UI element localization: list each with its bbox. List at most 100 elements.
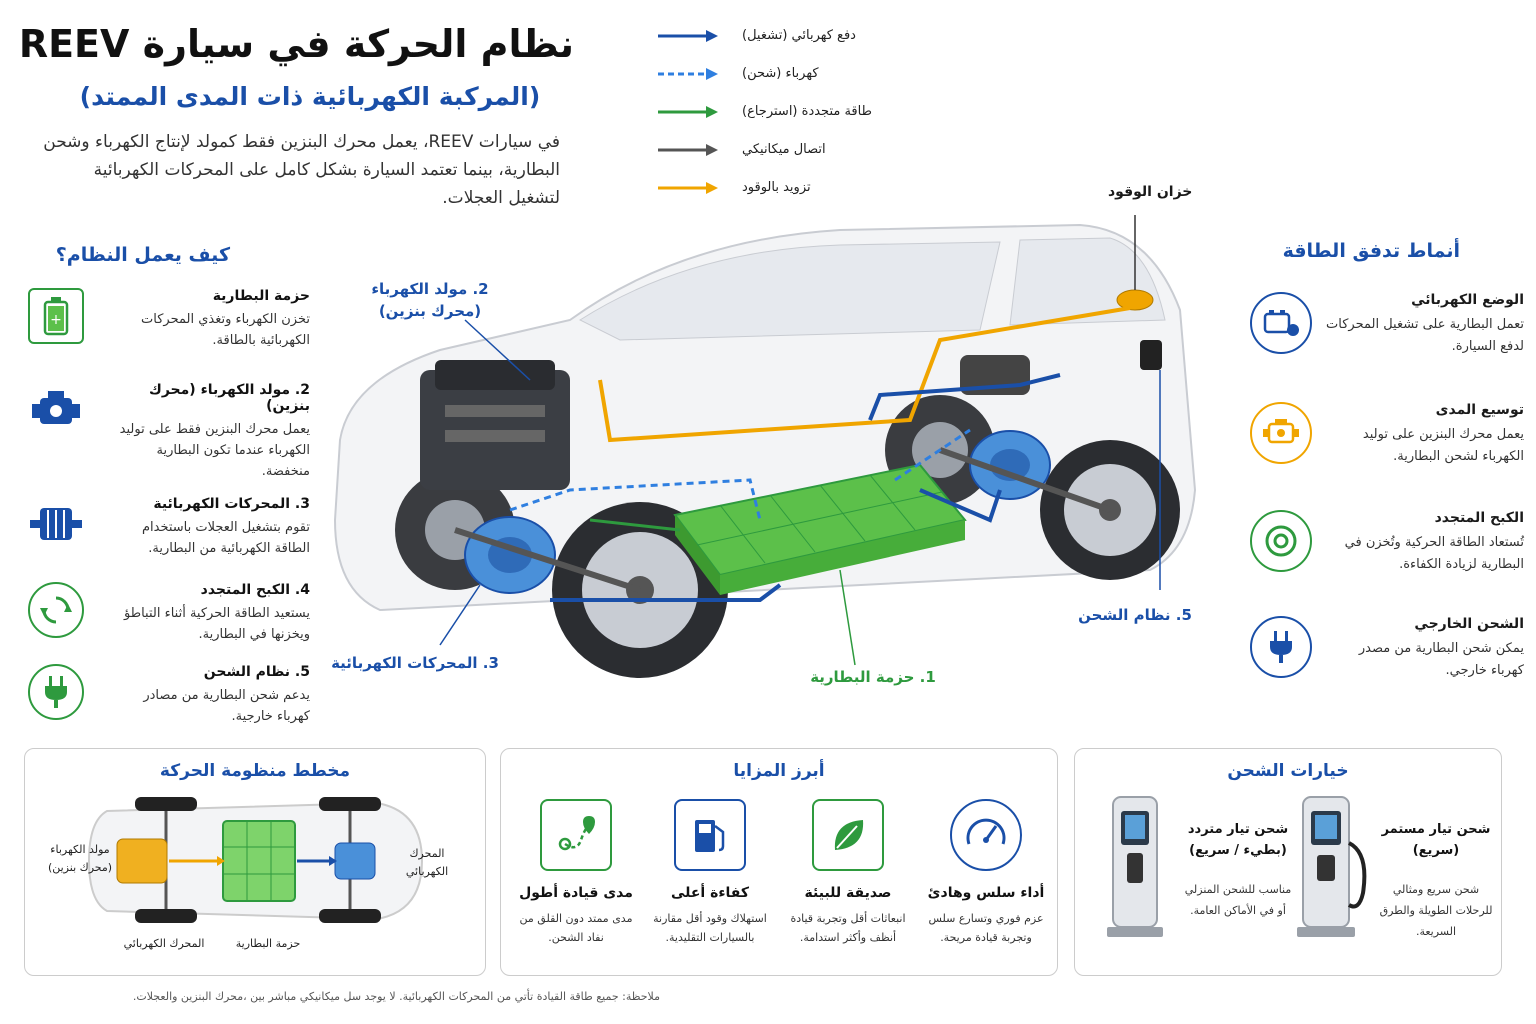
how-item-title: 2. مولد الكهرباء (محرك بنزين) <box>149 382 310 414</box>
how-item-title: حزمة البطارية <box>212 288 310 304</box>
legend-item-charging: كهرباء (شحن) <box>656 60 916 98</box>
legend-item-electric-drive: دفع كهربائي (تشغيل) <box>656 22 916 60</box>
engine-warning-icon <box>1250 402 1312 464</box>
charging-flow-line <box>509 478 762 521</box>
benefit-text: انبعاثات أقل وتجربة قيادة أنظف وأكثر است… <box>790 912 906 944</box>
drivetrain-battery-label: حزمة البطارية <box>235 937 301 950</box>
callout-line-battery <box>839 569 856 666</box>
flow-item-title: الشحن الخارجي <box>1414 616 1524 632</box>
car-windows <box>578 241 1001 341</box>
charging-port <box>1140 340 1162 370</box>
callout-generator-subtitle: (محرك بنزين) <box>378 302 482 320</box>
battery-pack <box>673 463 967 595</box>
generator-block <box>116 838 168 884</box>
legend-label: تزويد بالوقود <box>742 180 811 195</box>
legend-label: اتصال ميكانيكي <box>742 142 826 157</box>
callout-line-generator <box>464 319 531 381</box>
benefit-eco-friendly: صديقة للبيئة انبعاثات أقل وتجربة قيادة أ… <box>783 799 913 947</box>
flow-legend: دفع كهربائي (تشغيل) كهرباء (شحن) طاقة مت… <box>656 22 916 212</box>
dc-charger-icon <box>1297 796 1367 937</box>
benefit-title: مدى قيادة أطول <box>519 885 633 901</box>
flow-item-text: تعمل البطارية على تشغيل المحركات لدفع ال… <box>1326 317 1524 354</box>
drive-flow-line-front <box>550 583 782 602</box>
callout-motors: 3. المحركات الكهربائية <box>331 654 499 672</box>
speedometer-icon <box>950 799 1022 871</box>
legend-label: طاقة متجددة (استرجاع) <box>742 104 872 119</box>
battery-motor-icon <box>1250 292 1312 354</box>
fuel-line <box>598 306 1131 443</box>
motor-block <box>334 842 376 880</box>
benefit-title: صديقة للبيئة <box>804 885 892 901</box>
regen-flow-line <box>589 518 681 532</box>
benefit-text: مدى ممتد دون القلق من نفاد الشحن. <box>519 912 633 944</box>
drive-flow-line-top <box>868 373 1061 421</box>
callout-charging: 5. نظام الشحن <box>1078 606 1192 624</box>
charging-option-title: شحن تيار متردد (بطيء / سريع) <box>1187 822 1289 858</box>
how-item-title: 4. الكبح المتجدد <box>200 582 310 598</box>
footnote: ملاحظة: جميع طاقة القيادة تأتي من المحرك… <box>132 990 660 1003</box>
flow-item-regen: الكبح المتجدد تُستعاد الطاقة الحركية وتُ… <box>1250 510 1524 610</box>
callout-line-motors <box>439 584 481 646</box>
charging-panel: خيارات الشحن شحن تيار متردد (بطيء / سريع… <box>1074 748 1502 976</box>
legend-label: كهرباء (شحن) <box>742 66 819 81</box>
charging-option-text: مناسب للشحن المنزلي أو في الأماكن العامة… <box>1184 883 1292 917</box>
dashed-blue-arrow-icon <box>658 68 718 80</box>
how-item-title: 5. نظام الشحن <box>203 664 310 680</box>
legend-item-mechanical: اتصال ميكانيكي <box>656 136 916 174</box>
plug-icon <box>28 664 84 720</box>
callout-battery: 1. حزمة البطارية <box>810 668 936 686</box>
front-axle <box>454 527 641 593</box>
callout-generator-title: 2. مولد الكهرباء <box>371 280 489 298</box>
flow-item-title: الكبح المتجدد <box>1434 510 1524 526</box>
benefit-text: استهلاك وقود أقل مقارنة بالسيارات التقلي… <box>653 912 767 944</box>
motor-icon <box>28 496 84 552</box>
gasoline-engine-generator <box>420 360 570 490</box>
charging-option-text: شحن سريع ومثالي للرحلات الطويلة والطرق ا… <box>1379 883 1493 938</box>
solid-blue-arrow-icon <box>658 30 718 42</box>
benefit-title: كفاءة أعلى <box>670 885 749 901</box>
how-item-text: يدعم شحن البطارية من مصادر كهرباء خارجية… <box>143 688 310 724</box>
charging-flow-line-rear <box>894 428 971 482</box>
how-item-battery: + حزمة البطارية تخزن الكهرباء وتغذي المح… <box>28 288 310 388</box>
flow-item-title: الوضع الكهربائي <box>1411 292 1524 308</box>
benefit-higher-efficiency: كفاءة أعلى استهلاك وقود أقل مقارنة بالسي… <box>645 799 775 947</box>
legend-item-fuel: تزويد بالوقود <box>656 174 916 212</box>
page-subtitle: (المركبة الكهربائية ذات المدى الممتد) <box>79 82 541 111</box>
svg-text:+: + <box>50 312 62 328</box>
fuel-tank <box>1116 289 1154 311</box>
wheel-rear-left <box>319 797 381 811</box>
how-item-charging: 5. نظام الشحن يدعم شحن البطارية من مصادر… <box>28 664 310 764</box>
rear-axle <box>939 447 1111 513</box>
drivetrain-panel: مخطط منظومة الحركة مولد الكهرباء (محرك ب… <box>24 748 486 976</box>
benefits-panel-title: أبرز المزايا <box>733 761 825 781</box>
how-item-text: تقوم بتشغيل العجلات باستخدام الطاقة الكه… <box>141 520 310 556</box>
flow-item-range-extension: توسيع المدى يعمل محرك البنزين على توليد … <box>1250 402 1524 502</box>
charging-panel-title: خيارات الشحن <box>1227 761 1349 781</box>
legend-item-regen: طاقة متجددة (استرجاع) <box>656 98 916 136</box>
flow-item-title: توسيع المدى <box>1435 402 1524 418</box>
how-item-text: يعمل محرك البنزين فقط على توليد الكهرباء… <box>119 422 310 479</box>
drivetrain-panel-title: مخطط منظومة الحركة <box>159 761 351 781</box>
ac-charger-icon <box>1107 796 1163 937</box>
route-icon <box>540 799 612 871</box>
wheel-front-left <box>135 797 197 811</box>
drive-flow-line-rear <box>919 488 1002 523</box>
engine-icon <box>28 382 84 438</box>
plug-icon <box>1250 616 1312 678</box>
fuel-tank-label: خزان الوقود <box>1108 184 1193 200</box>
green-arrow-icon <box>658 106 718 118</box>
charging-option-ac: شحن تيار متردد (بطيء / سريع) مناسب للشحن… <box>1091 789 1291 969</box>
benefit-smooth-performance: أداء سلس وهادئ عزم فوري وتسارع سلس وتجرب… <box>921 799 1051 947</box>
legend-label: دفع كهربائي (تشغيل) <box>742 28 856 43</box>
benefit-title: أداء سلس وهادئ <box>927 885 1045 901</box>
drivetrain-motor-label-bottom: المحرك الكهربائي <box>123 937 205 950</box>
benefit-text: عزم فوري وتسارع سلس وتجربة قيادة مريحة. <box>928 912 1044 944</box>
flow-item-text: تُستعاد الطاقة الحركية وتُخزن في البطاري… <box>1344 535 1524 572</box>
benefits-panel: أبرز المزايا مدى قيادة أطول مدى ممتد دون… <box>500 748 1058 976</box>
flow-item-external-charging: الشحن الخارجي يمكن شحن البطارية من مصدر … <box>1250 616 1524 716</box>
flow-item-text: يمكن شحن البطارية من مصدر كهرباء خارجي. <box>1358 641 1524 678</box>
how-item-text: تخزن الكهرباء وتغذي المحركات الكهربائية … <box>141 312 310 348</box>
flow-item-text: يعمل محرك البنزين على توليد الكهرباء لشح… <box>1362 427 1524 464</box>
intro-text: في سيارات REEV، يعمل محرك البنزين فقط كم… <box>43 132 560 208</box>
energy-flow-title: أنماط تدفق الطاقة <box>1282 240 1460 262</box>
